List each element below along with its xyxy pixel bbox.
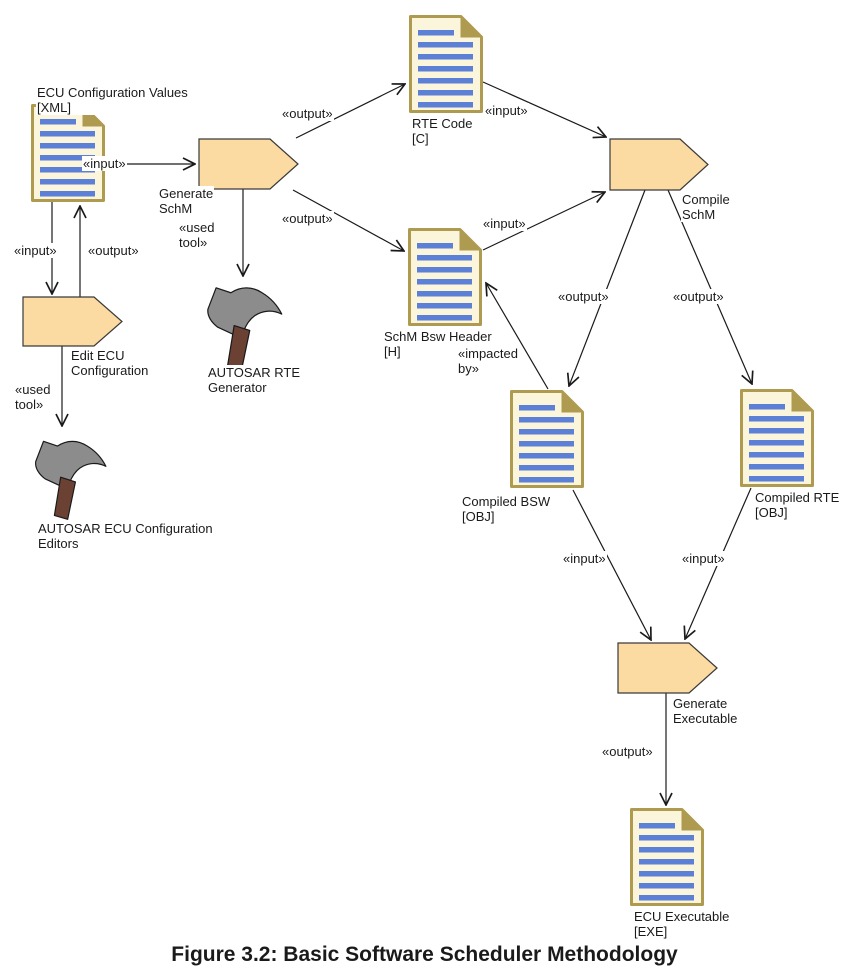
autosar-ecu-configuration-editors-line1: AUTOSAR ECU Configuration: [38, 521, 213, 536]
arrow-generate-schm-to-schm-bsw-header: [292, 189, 404, 251]
edge-label-edit-output: «output»: [87, 243, 140, 258]
schm-bsw-header-name: SchM Bsw Header: [384, 329, 492, 344]
rte-code-name: RTE Code: [412, 116, 473, 131]
arrow-rte-code-to-compile-schm: [482, 81, 606, 137]
edge-label-rtecode-to-compile-input: «input»: [484, 103, 529, 118]
compiled-rte-label: Compiled RTE [OBJ]: [754, 490, 841, 520]
autosar-ecu-configuration-editors-label: AUTOSAR ECU Configuration Editors: [37, 521, 214, 551]
compile-schm-line2: SchM: [682, 207, 716, 222]
arrow-compile-schm-to-compiled-bsw: [569, 189, 646, 386]
edge-label-compile-to-rte-output: «output»: [672, 289, 725, 304]
compile-schm-label: Compile SchM: [681, 192, 731, 222]
generate-executable-line2: Executable: [673, 711, 738, 726]
edit-used-tool-line2: tool»: [15, 397, 44, 412]
arrow-schm-bsw-header-to-compile-schm: [482, 192, 605, 251]
edge-label-generate-used-tool: «used tool»: [178, 220, 216, 250]
autosar-ecu-configuration-editors-line2: Editors: [38, 536, 79, 551]
generate-used-tool-line2: tool»: [179, 235, 208, 250]
edit-used-tool-line1: «used: [15, 382, 51, 397]
diagram-documents: [33, 17, 813, 905]
impacted-by-line2: by»: [458, 361, 479, 376]
compiled-rte-tag: [OBJ]: [755, 505, 788, 520]
diagram-activities: [22, 138, 718, 694]
generate-executable-activity-shape: [617, 642, 718, 694]
rte-code-tag: [C]: [412, 131, 429, 146]
arrow-compile-schm-to-compiled-rte: [667, 189, 752, 384]
generate-schm-line2: SchM: [159, 201, 193, 216]
compiled-rte-document-icon: [742, 391, 813, 486]
rte-code-document-icon: [411, 17, 482, 112]
edge-label-rte-to-genexe-input: «input»: [681, 551, 726, 566]
edit-ecu-configuration-line2: Configuration: [71, 363, 149, 378]
generate-schm-activity-shape: [198, 138, 299, 190]
generate-schm-label: Generate SchM: [158, 186, 215, 216]
generate-schm-line1: Generate: [159, 186, 214, 201]
arrow-compiled-bsw-to-generate-executable: [572, 489, 651, 640]
compiled-bsw-document-icon: [512, 392, 583, 487]
impacted-by-line1: «impacted: [458, 346, 518, 361]
compiled-bsw-label: Compiled BSW [OBJ]: [461, 494, 552, 524]
autosar-rte-generator-hammer-icon: [208, 288, 282, 370]
edge-label-edit-used-tool: «used tool»: [14, 382, 52, 412]
schm-bsw-header-tag: [H]: [384, 344, 401, 359]
ecu-configuration-values-name: ECU Configuration Values: [37, 85, 188, 100]
autosar-rte-generator-label: AUTOSAR RTE Generator: [207, 365, 301, 395]
compiled-bsw-tag: [OBJ]: [462, 509, 495, 524]
edge-label-ecu-to-generate-input: «input»: [82, 156, 127, 171]
autosar-rte-generator-line2: Generator: [208, 380, 267, 395]
autosar-ecu-configuration-editors-hammer-icon: [36, 441, 106, 519]
autosar-rte-generator-line1: AUTOSAR RTE: [208, 365, 300, 380]
edge-label-genexe-output: «output»: [601, 744, 654, 759]
figure-caption: Figure 3.2: Basic Software Scheduler Met…: [171, 943, 678, 966]
edit-ecu-configuration-activity-shape: [22, 296, 123, 347]
edge-label-compile-to-bsw-output: «output»: [557, 289, 610, 304]
ecu-executable-document-icon: [632, 810, 703, 905]
edit-ecu-configuration-label: Edit ECU Configuration: [70, 348, 150, 378]
compile-schm-line1: Compile: [682, 192, 730, 207]
ecu-configuration-values-tag: [XML]: [37, 100, 71, 115]
generate-executable-line1: Generate: [673, 696, 728, 711]
compiled-bsw-name: Compiled BSW: [462, 494, 551, 509]
edit-ecu-configuration-line1: Edit ECU: [71, 348, 125, 363]
ecu-executable-tag: [EXE]: [634, 924, 668, 939]
compile-schm-activity-shape: [609, 138, 709, 191]
ecu-executable-label: ECU Executable [EXE]: [633, 909, 731, 939]
arrow-generate-schm-to-rte-code: [295, 84, 405, 139]
edge-label-generate-to-rtecode-output: «output»: [281, 106, 334, 121]
edge-label-edit-input: «input»: [13, 243, 58, 258]
edge-label-schmheader-to-compile-input: «input»: [482, 216, 527, 231]
arrow-compiled-bsw-impacted-by-schm-bsw-header: [486, 283, 549, 390]
edge-label-impacted-by: «impacted by»: [457, 346, 519, 376]
rte-code-label: RTE Code [C]: [411, 116, 474, 146]
schm-bsw-header-document-icon: [410, 230, 481, 325]
edge-label-generate-to-schmheader-output: «output»: [281, 211, 334, 226]
edge-label-bsw-to-genexe-input: «input»: [562, 551, 607, 566]
generate-executable-label: Generate Executable: [672, 696, 739, 726]
ecu-configuration-values-document-icon: [33, 106, 104, 201]
ecu-executable-name: ECU Executable: [634, 909, 730, 924]
compiled-rte-name: Compiled RTE: [755, 490, 840, 505]
generate-used-tool-line1: «used: [179, 220, 215, 235]
ecu-configuration-values-label: ECU Configuration Values [XML]: [36, 85, 189, 115]
